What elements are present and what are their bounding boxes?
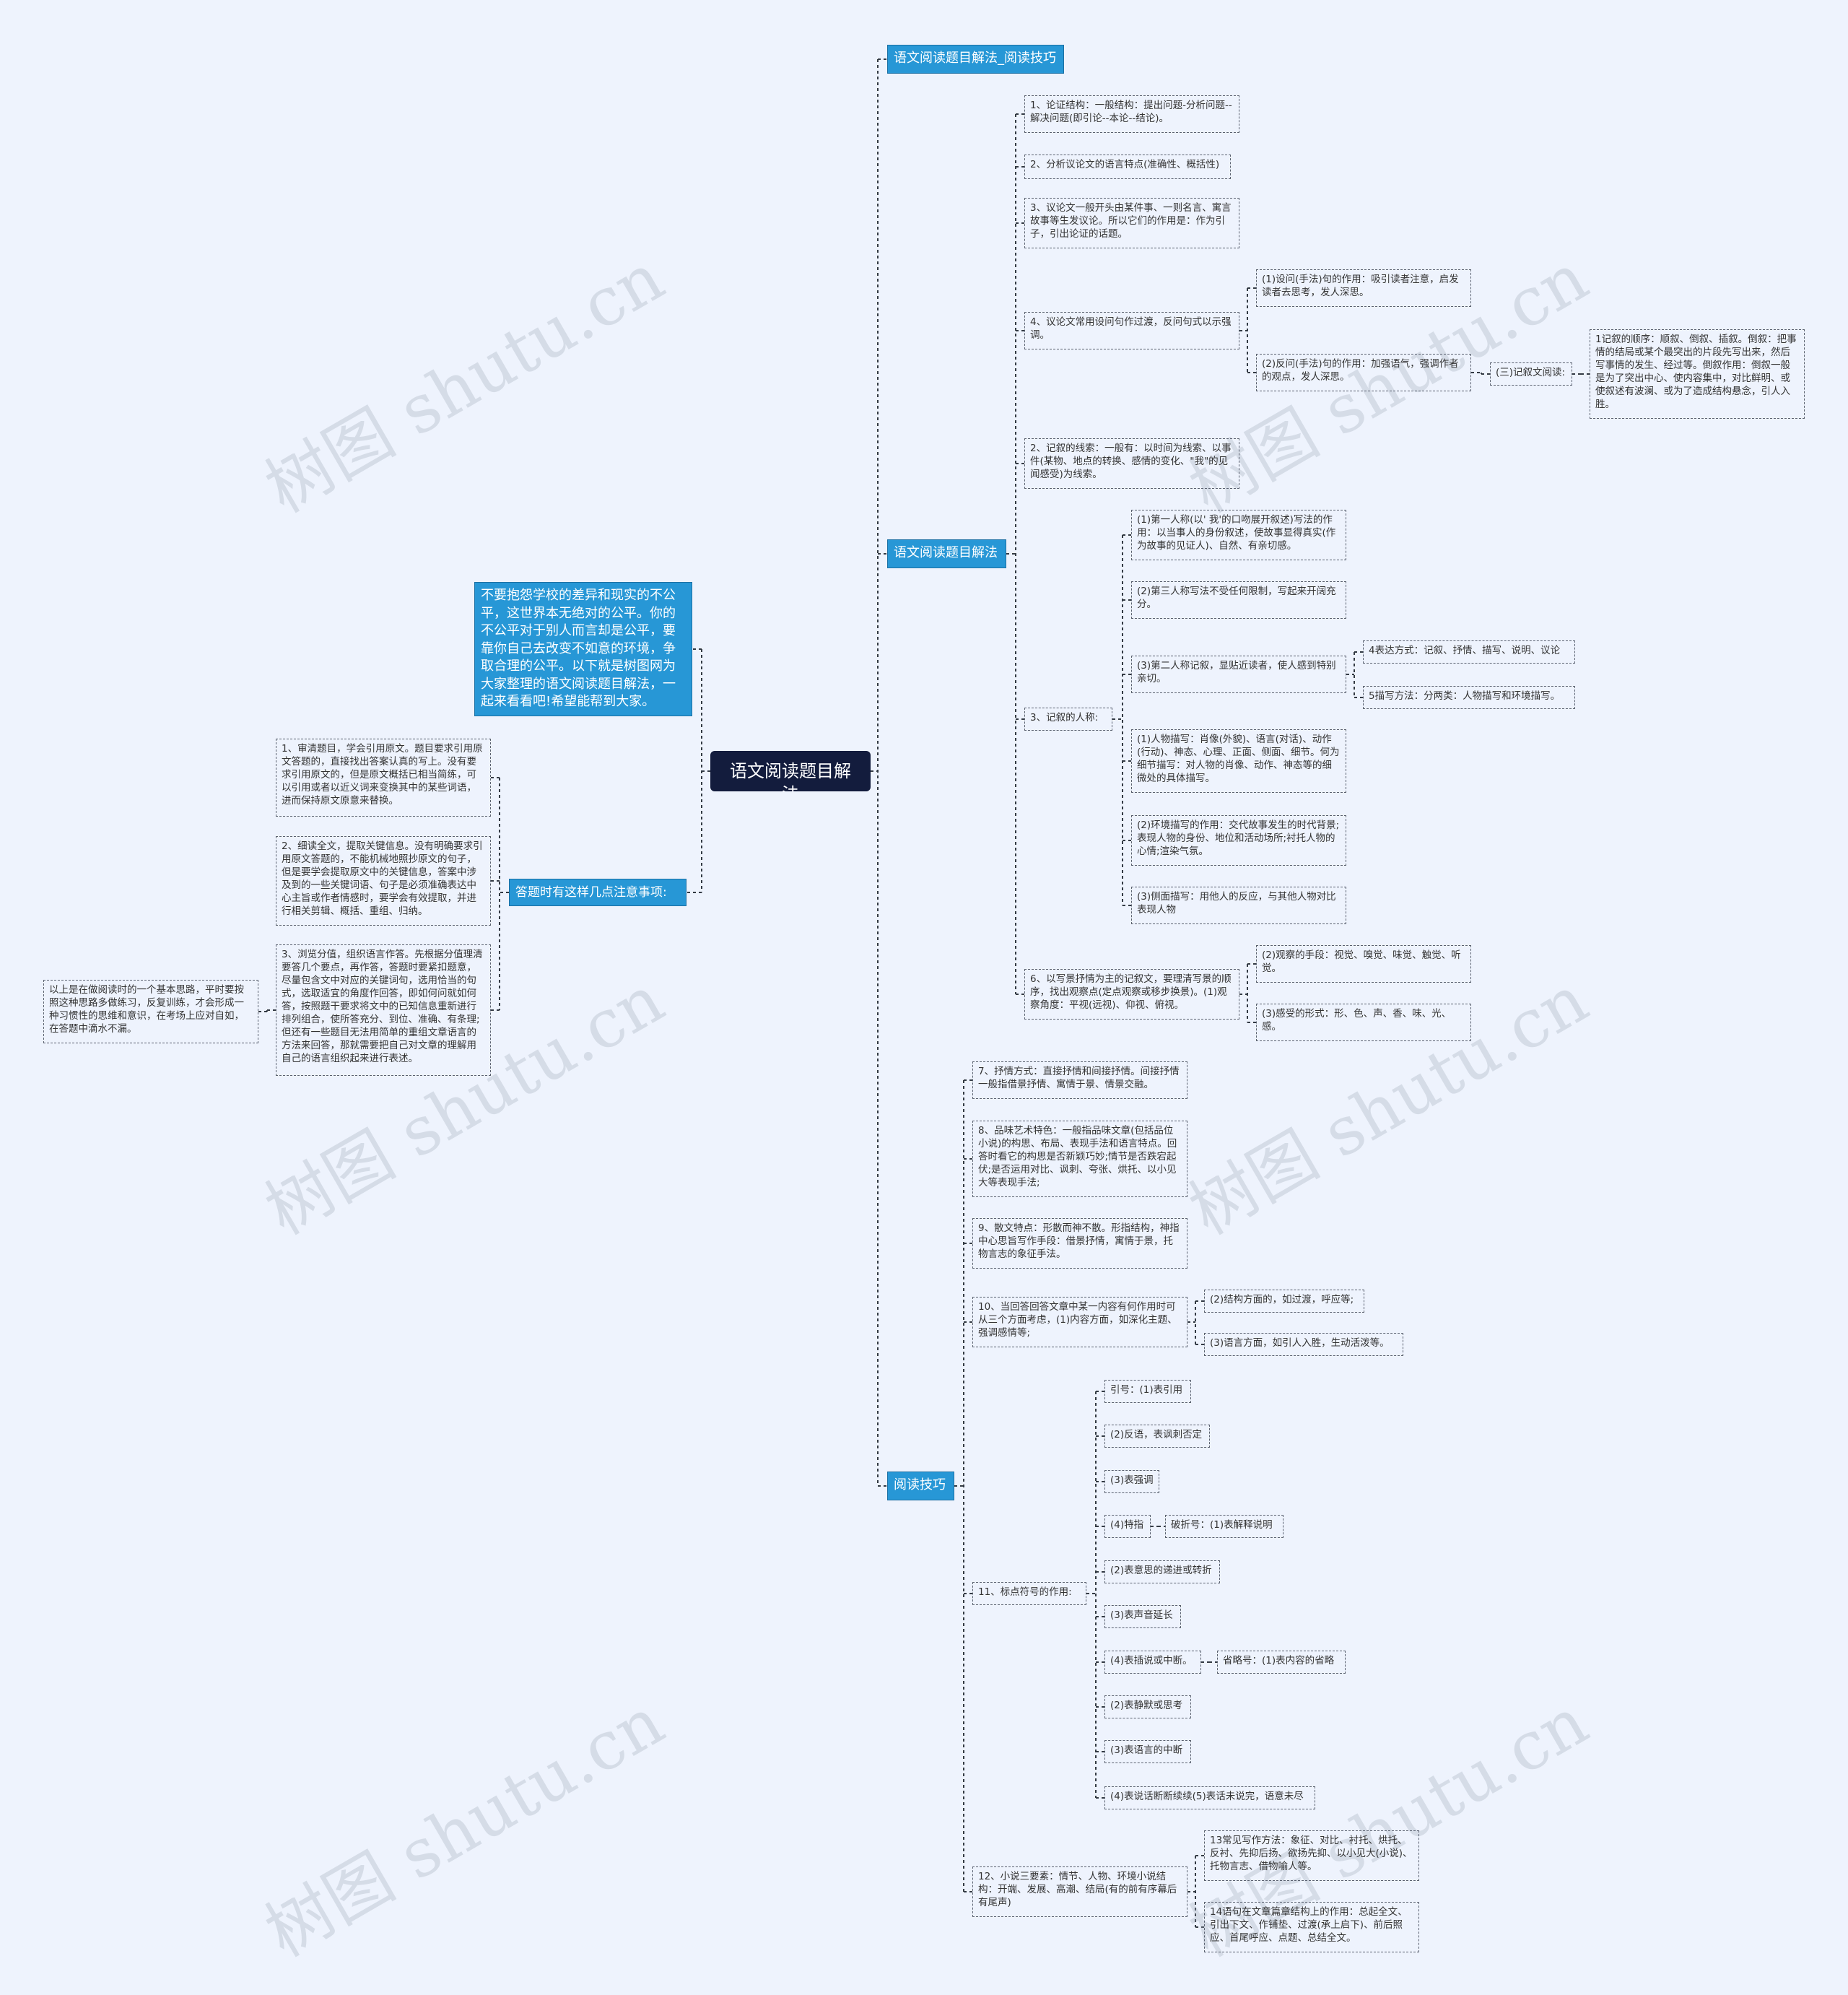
item-content-function[interactable]: 10、当回答回答文章中某一内容有何作用时可从三个方面考虑，(1)内容方面，如深化…: [972, 1297, 1187, 1347]
item-third-person[interactable]: (2)第三人称写法不受任何限制，写起来开阔充分。: [1131, 581, 1346, 619]
punct-quote[interactable]: 引号：(1)表引用: [1104, 1380, 1191, 1403]
punct-silence[interactable]: (2)表静默或思考: [1104, 1695, 1191, 1718]
item-expression-methods[interactable]: 4表达方式：记叙、抒情、描写、说明、议论: [1363, 640, 1575, 664]
item-novel-elements[interactable]: 12、小说三要素：情节、人物、环境小说结构：开端、发展、高潮、结局(有的前有序幕…: [972, 1866, 1187, 1917]
item-sentence-function[interactable]: 14语句在文章篇章结构上的作用：总起全文、引出下文、作铺垫、过渡(承上启下)、前…: [1204, 1902, 1419, 1952]
punct-progression[interactable]: (2)表意思的递进或转折: [1104, 1560, 1220, 1583]
item-side-description[interactable]: (3)侧面描写：用他人的反应，与其他人物对比表现人物: [1131, 887, 1346, 924]
punct-ellipsis[interactable]: 省略号：(1)表内容的省略: [1217, 1651, 1346, 1674]
summary-note[interactable]: 以上是在做阅读时的一个基本思路，平时要按照这种思路多做练习，反复训练，才会形成一…: [43, 980, 258, 1043]
item-set-question[interactable]: (1)设问(手法)句的作用：吸引读者注意，启发读者去思考，发人深思。: [1256, 269, 1471, 307]
item-argument-structure[interactable]: 1、论证结构：一般结构：提出问题-分析问题--解决问题(即引论--本论--结论)…: [1024, 95, 1239, 133]
punct-prolong[interactable]: (3)表声音延长: [1104, 1605, 1181, 1628]
item-punctuation[interactable]: 11、标点符号的作用:: [972, 1582, 1086, 1605]
item-lyric-methods[interactable]: 7、抒情方式：直接抒情和间接抒情。间接抒情一般指借景抒情、寓情于景、情景交融。: [972, 1061, 1187, 1099]
item-structure-function[interactable]: (2)结构方面的，如过渡，呼应等;: [1204, 1290, 1364, 1313]
note-item-2[interactable]: 2、细读全文，提取关键信息。没有明确要求引用原文答题的，不能机械地照抄原文的句子…: [276, 836, 491, 926]
item-language-features[interactable]: 2、分析议论文的语言特点(准确性、概括性): [1024, 155, 1231, 179]
item-prose-features[interactable]: 9、散文特点：形散而神不散。形指结构，神指中心思旨写作手段：借景抒情，寓情于景，…: [972, 1218, 1187, 1269]
item-opening[interactable]: 3、议论文一般开头由某件事、一则名言、寓言故事等生发议论。所以它们的作用是：作为…: [1024, 198, 1239, 248]
punct-unfinished[interactable]: (4)表说话断断续续(5)表话未说完，语意未尽: [1104, 1786, 1315, 1809]
item-environment-description[interactable]: (2)环境描写的作用：交代故事发生的时代背景;表现人物的身份、地位和活动场所;衬…: [1131, 815, 1346, 866]
note-item-1[interactable]: 1、审清题目，学会引用原文。题目要求引用原文答题的，直接找出答案认真的写上。没有…: [276, 739, 491, 817]
item-observation-means[interactable]: (2)观察的手段：视觉、嗅觉、味觉、触觉、听觉。: [1256, 945, 1471, 983]
item-writing-methods[interactable]: 13常见写作方法：象征、对比、衬托、烘托、反衬、先抑后扬、欲扬先抑、以小见大(小…: [1204, 1830, 1419, 1881]
item-narrative-person[interactable]: 3、记叙的人称:: [1024, 708, 1112, 731]
item-rhetorical-question[interactable]: 4、议论文常用设问句作过渡，反问句式以示强调。: [1024, 312, 1239, 349]
branch-notes[interactable]: 答题时有这样几点注意事项:: [509, 879, 687, 906]
item-narrative-reading[interactable]: (三)记叙文阅读:: [1490, 362, 1572, 386]
branch-solutions[interactable]: 语文阅读题目解法: [887, 539, 1006, 568]
item-character-description[interactable]: (1)人物描写：肖像(外貌)、语言(对话)、动作(行动)、神态、心理、正面、侧面…: [1131, 729, 1346, 793]
item-reverse-question[interactable]: (2)反问(手法)句的作用：加强语气，强调作者的观点，发人深思。: [1256, 354, 1471, 391]
punct-special[interactable]: (4)特指: [1104, 1515, 1151, 1538]
punct-interrupt[interactable]: (4)表插说或中断。: [1104, 1651, 1201, 1674]
item-feeling-forms[interactable]: (3)感受的形式：形、色、声、香、味、光、感。: [1256, 1004, 1471, 1041]
item-narrative-order[interactable]: 1记叙的顺序：顺叙、倒叙、插叙。倒叙：把事情的结局或某个最突出的片段先写出来，然…: [1590, 329, 1805, 419]
branch-reading-skills-title[interactable]: 语文阅读题目解法_阅读技巧: [887, 45, 1064, 74]
intro-note[interactable]: 不要抱怨学校的差异和现实的不公平，这世界本无绝对的公平。你的不公平对于别人而言却…: [474, 582, 692, 716]
item-first-person[interactable]: (1)第一人称(以' 我'的口吻展开叙述)写法的作用：以当事人的身份叙述，使故事…: [1131, 510, 1346, 560]
punct-dash[interactable]: 破折号：(1)表解释说明: [1165, 1515, 1283, 1538]
item-second-person[interactable]: (3)第二人称记叙，显贴近读者，使人感到特别亲切。: [1131, 656, 1346, 693]
note-item-3[interactable]: 3、浏览分值，组织语言作答。先根据分值理清要答几个要点，再作答，答题时要紧扣题意…: [276, 944, 491, 1076]
center-topic[interactable]: 语文阅读题目解法: [710, 751, 871, 791]
punct-emphasis[interactable]: (3)表强调: [1104, 1470, 1159, 1493]
punct-speech-break[interactable]: (3)表语言的中断: [1104, 1740, 1191, 1763]
item-description-methods[interactable]: 5描写方法：分两类：人物描写和环境描写。: [1363, 686, 1575, 709]
branch-reading-skills[interactable]: 阅读技巧: [887, 1472, 954, 1500]
item-scenery-narrative[interactable]: 6、以写景抒情为主的记叙文，要理清写景的顺序，找出观察点(定点观察或移步换景)。…: [1024, 969, 1239, 1020]
punct-irony[interactable]: (2)反语，表讽刺否定: [1104, 1425, 1210, 1448]
item-language-function[interactable]: (3)语言方面，如引人入胜，生动活泼等。: [1204, 1333, 1403, 1356]
item-artistic-features[interactable]: 8、品味艺术特色：一般指品味文章(包括品位小说)的构思、布局、表现手法和语言特点…: [972, 1121, 1187, 1197]
item-narrative-clue[interactable]: 2、记叙的线索：一般有：以时间为线索、以事件(某物、地点的转换、感情的变化、"我…: [1024, 438, 1239, 489]
